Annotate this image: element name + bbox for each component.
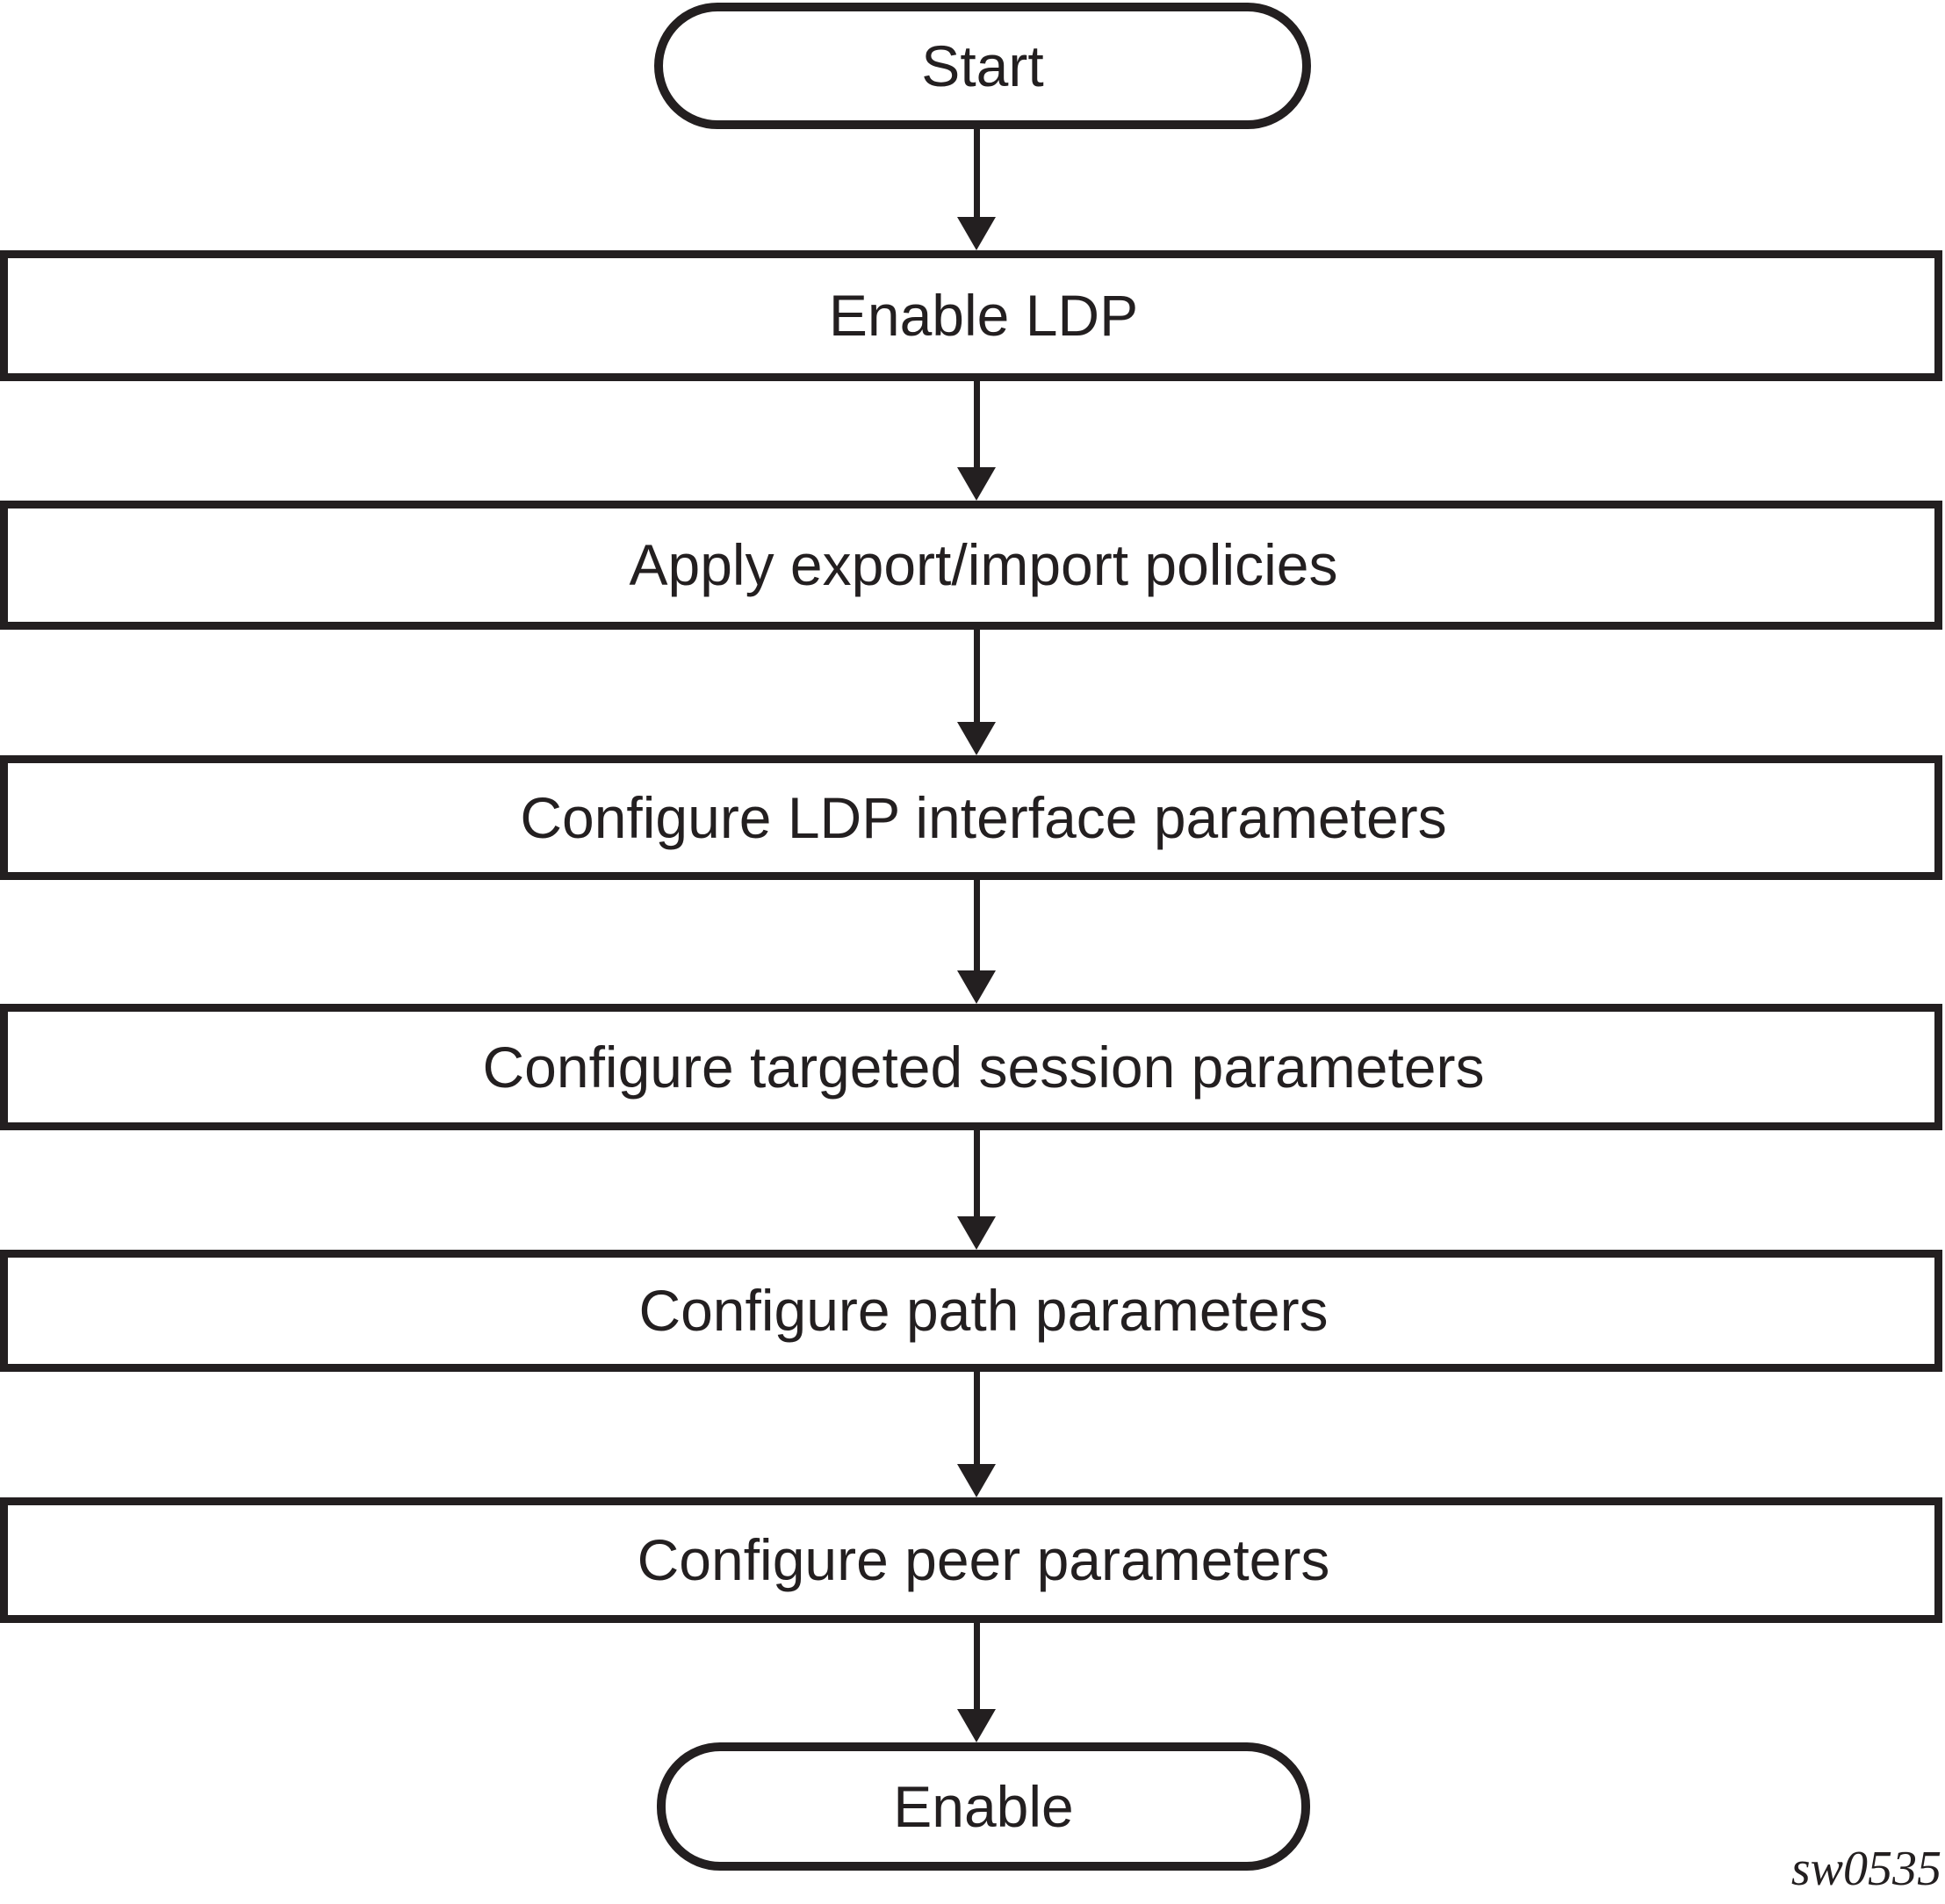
arrow-down-icon — [957, 1464, 996, 1497]
flow-node-enable: Enable — [657, 1742, 1310, 1871]
flow-step-ldp-interface-params-label: Configure LDP interface parameters — [520, 784, 1447, 850]
flow-step-targeted-session-params-label: Configure targeted session parameters — [482, 1034, 1485, 1100]
arrow-down-icon — [957, 217, 996, 250]
arrow-stem — [973, 1623, 980, 1709]
arrow-down-icon — [957, 1216, 996, 1250]
flow-connector — [957, 381, 996, 501]
flow-step-enable-ldp: Enable LDP — [0, 250, 1942, 381]
flow-node-enable-label: Enable — [893, 1773, 1074, 1839]
arrow-down-icon — [957, 722, 996, 755]
arrow-stem — [973, 630, 980, 722]
arrow-stem — [973, 129, 980, 217]
flow-connector — [957, 1623, 996, 1742]
arrow-stem — [973, 880, 980, 970]
arrow-stem — [973, 381, 980, 467]
arrow-down-icon — [957, 1709, 996, 1742]
flow-connector — [957, 1130, 996, 1250]
flow-connector — [957, 1372, 996, 1497]
flow-step-path-params: Configure path parameters — [0, 1250, 1942, 1372]
flow-step-ldp-interface-params: Configure LDP interface parameters — [0, 755, 1942, 880]
flow-step-peer-params: Configure peer parameters — [0, 1497, 1942, 1623]
figure-id-watermark: sw0535 — [1790, 1842, 1941, 1896]
flow-node-start-label: Start — [921, 32, 1044, 98]
arrow-stem — [973, 1372, 980, 1464]
flow-connector — [957, 129, 996, 250]
flow-connector — [957, 880, 996, 1004]
flow-step-path-params-label: Configure path parameters — [638, 1278, 1329, 1344]
flow-step-apply-policies-label: Apply export/import policies — [629, 532, 1338, 598]
arrow-down-icon — [957, 467, 996, 501]
flow-step-targeted-session-params: Configure targeted session parameters — [0, 1004, 1942, 1130]
arrow-stem — [973, 1130, 980, 1216]
flow-step-enable-ldp-label: Enable LDP — [828, 283, 1139, 349]
flow-connector — [957, 630, 996, 755]
flow-step-peer-params-label: Configure peer parameters — [637, 1527, 1330, 1593]
flow-node-start: Start — [654, 3, 1311, 129]
arrow-down-icon — [957, 970, 996, 1004]
flow-step-apply-policies: Apply export/import policies — [0, 501, 1942, 630]
